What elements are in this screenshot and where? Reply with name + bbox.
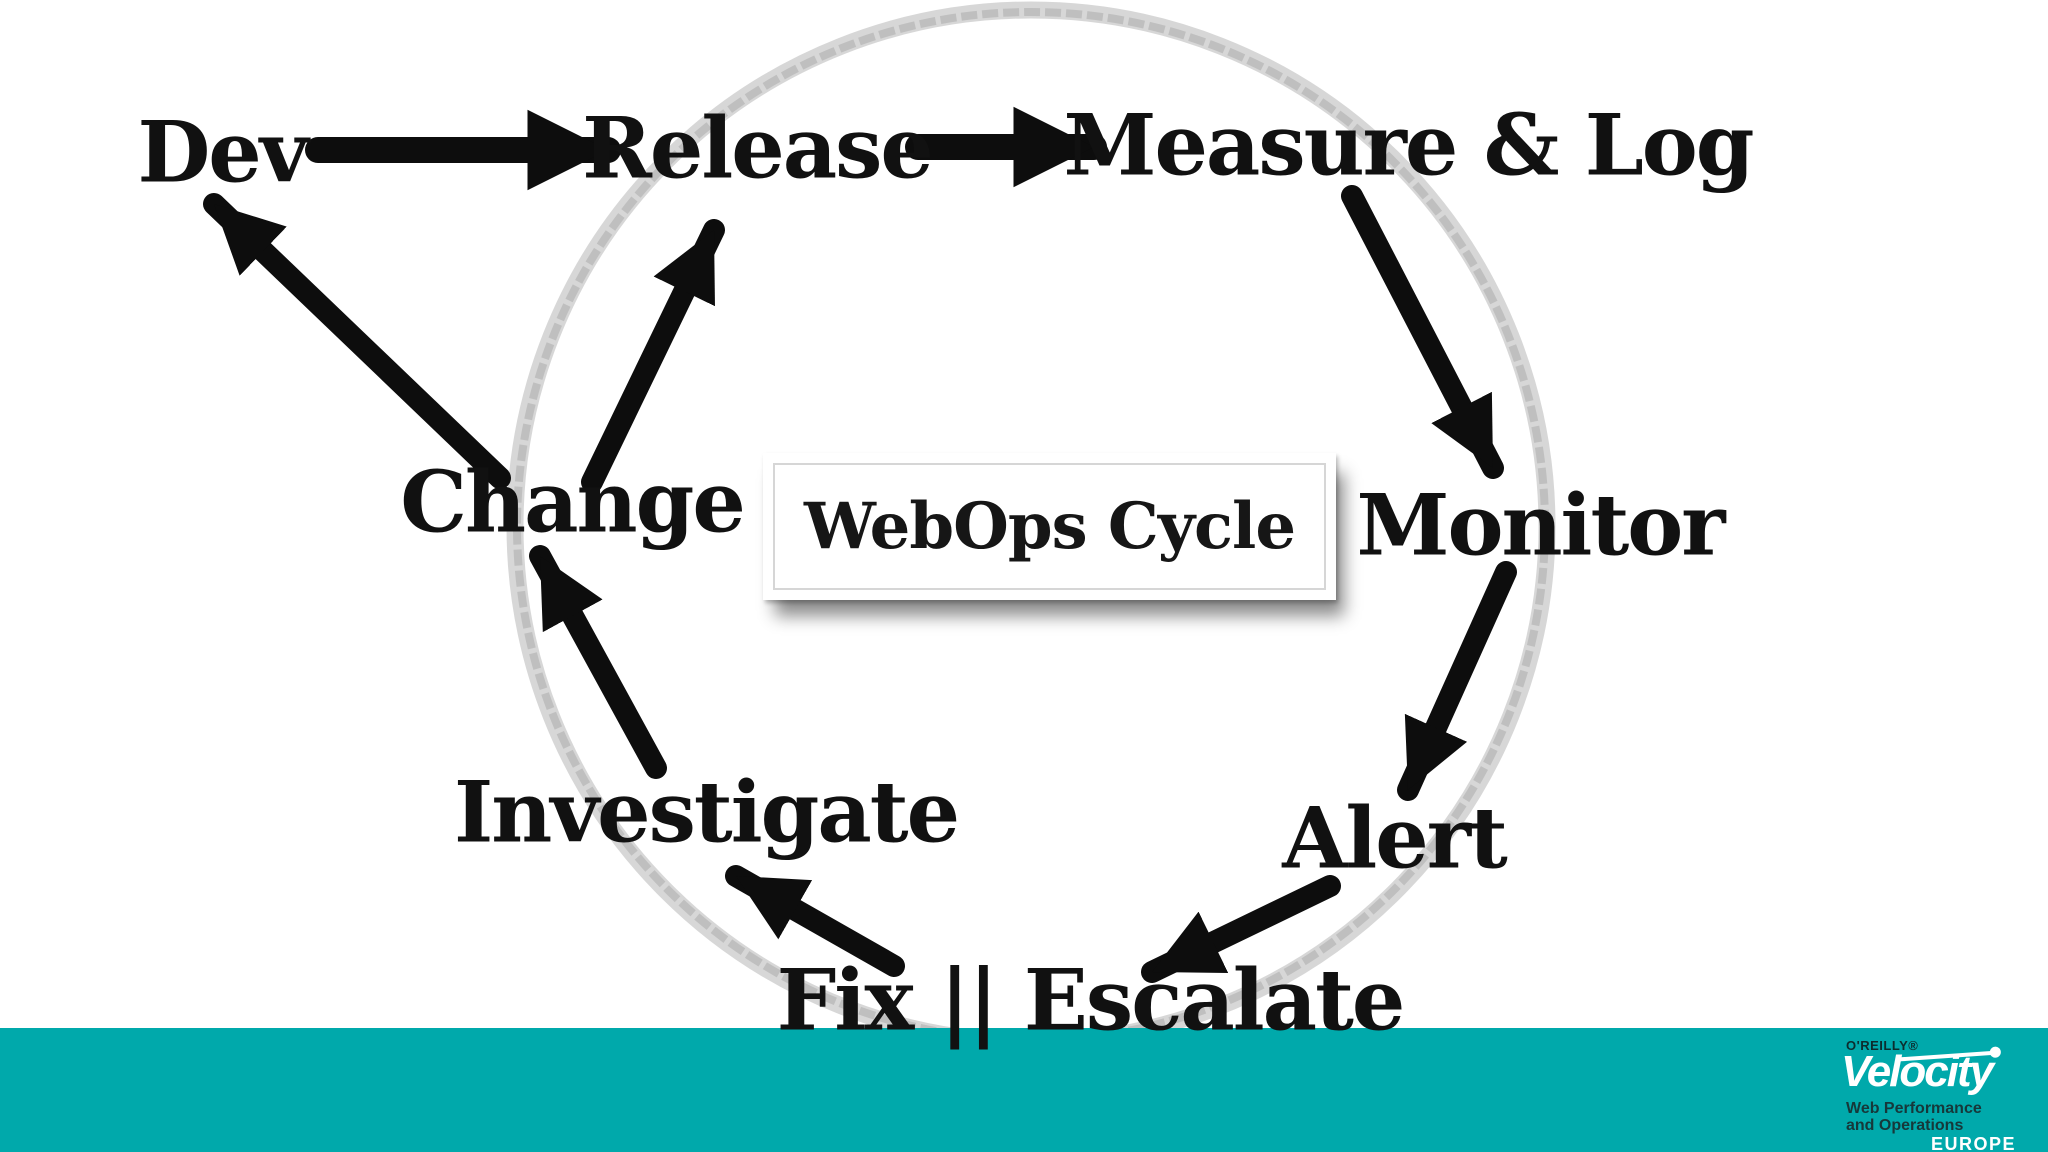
node-monitor: Monitor	[1356, 475, 1725, 575]
arrow-change-to-release	[581, 219, 725, 493]
node-fix-or-escalate: Fix || Escalate	[776, 950, 1406, 1050]
velocity-tagline-line1: Web Performance	[1846, 1100, 1982, 1117]
slide-title: WebOps Cycle	[803, 489, 1296, 564]
velocity-tagline: Web Performance and Operations	[1846, 1100, 1982, 1134]
node-measure-and-log: Measure & Log	[1063, 95, 1754, 195]
arrow-investigate-to-change	[529, 545, 667, 779]
oreilly-brand-text: O'REILLY®	[1846, 1038, 1919, 1053]
node-release: Release	[582, 98, 934, 198]
node-change: Change	[400, 452, 746, 552]
arrow-fix-to-investigate	[725, 865, 905, 977]
title-box: WebOps Cycle	[763, 453, 1336, 600]
velocity-region-label: EUROPE	[1930, 1134, 2016, 1152]
node-investigate: Investigate	[453, 762, 960, 862]
node-alert: Alert	[1282, 788, 1508, 888]
footer-bar: O'REILLY® Velocity Web Performance and O…	[0, 1028, 2048, 1152]
arrow-measure-to-monitor	[1341, 185, 1504, 479]
velocity-tagline-line2: and Operations	[1846, 1117, 1964, 1135]
arrow-alert-to-fix	[1141, 875, 1341, 983]
arrow-change-to-dev	[203, 193, 511, 489]
diagram-arrows	[203, 106, 1517, 983]
node-dev: Dev	[137, 102, 308, 202]
velocity-logo: O'REILLY® Velocity Web Performance and O…	[1831, 1038, 2016, 1152]
arrow-monitor-to-alert	[1397, 561, 1517, 801]
